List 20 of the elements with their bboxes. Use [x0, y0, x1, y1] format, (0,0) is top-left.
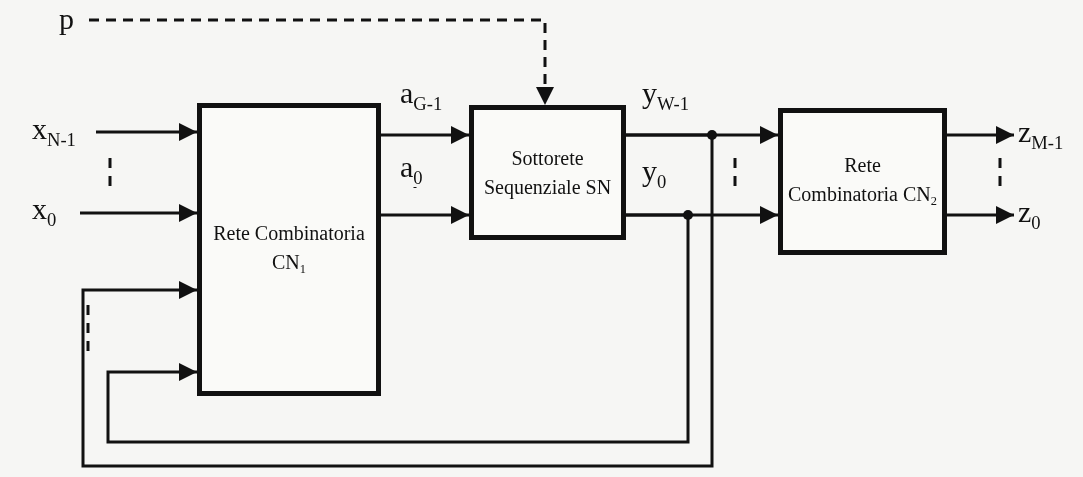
block-title: Rete Combinatoria CN$_{2}$	[787, 153, 938, 211]
arrow	[81, 133, 714, 468]
signal-label: x$_{0}$	[28, 192, 80, 232]
arrow	[947, 126, 1014, 144]
arrow	[947, 206, 1014, 224]
arrow	[80, 204, 197, 222]
arrow	[89, 18, 554, 105]
arrow	[96, 123, 197, 141]
block-title: Rete Combinatoria CN$_{1}$	[212, 221, 366, 279]
arrow	[381, 206, 469, 224]
block-box	[469, 105, 626, 240]
arrow	[381, 126, 469, 144]
block-box	[197, 103, 381, 396]
signal-label: x$_{N-1}$	[28, 112, 96, 152]
arrow	[106, 213, 690, 444]
signal-label: z$_{M-1}$	[1014, 115, 1082, 155]
signal-label: p	[55, 2, 89, 36]
block-box	[778, 108, 947, 255]
signal-label: z$_{0}$	[1014, 195, 1066, 235]
block-title: Sottorete Sequenziale SN	[482, 145, 613, 201]
